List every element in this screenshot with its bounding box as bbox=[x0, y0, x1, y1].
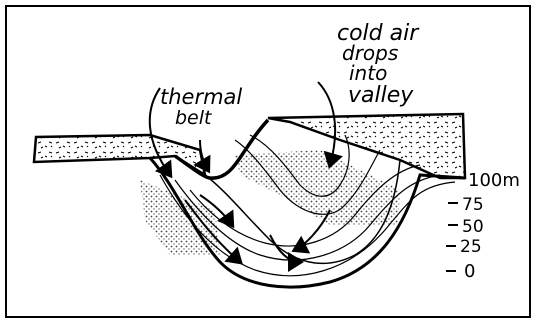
scale-label-75: 75 bbox=[462, 195, 484, 215]
cold-air-label-line3: into bbox=[349, 61, 387, 85]
belt-label-line2: belt bbox=[175, 107, 213, 129]
scale-label-50: 50 bbox=[462, 217, 484, 237]
thermal-belt-label: thermal belt bbox=[160, 85, 242, 129]
cold-air-label-line4: valley bbox=[348, 83, 414, 108]
cold-air-label: cold air drops into valley bbox=[337, 21, 420, 108]
elevation-scale: 100m 75 50 25 0 bbox=[446, 170, 520, 282]
thermal-label-line1: thermal bbox=[160, 85, 242, 109]
scale-label-100m: 100m bbox=[468, 170, 520, 191]
left-plateau bbox=[34, 135, 205, 175]
scale-label-0: 0 bbox=[464, 261, 475, 282]
scale-label-25: 25 bbox=[460, 237, 482, 257]
